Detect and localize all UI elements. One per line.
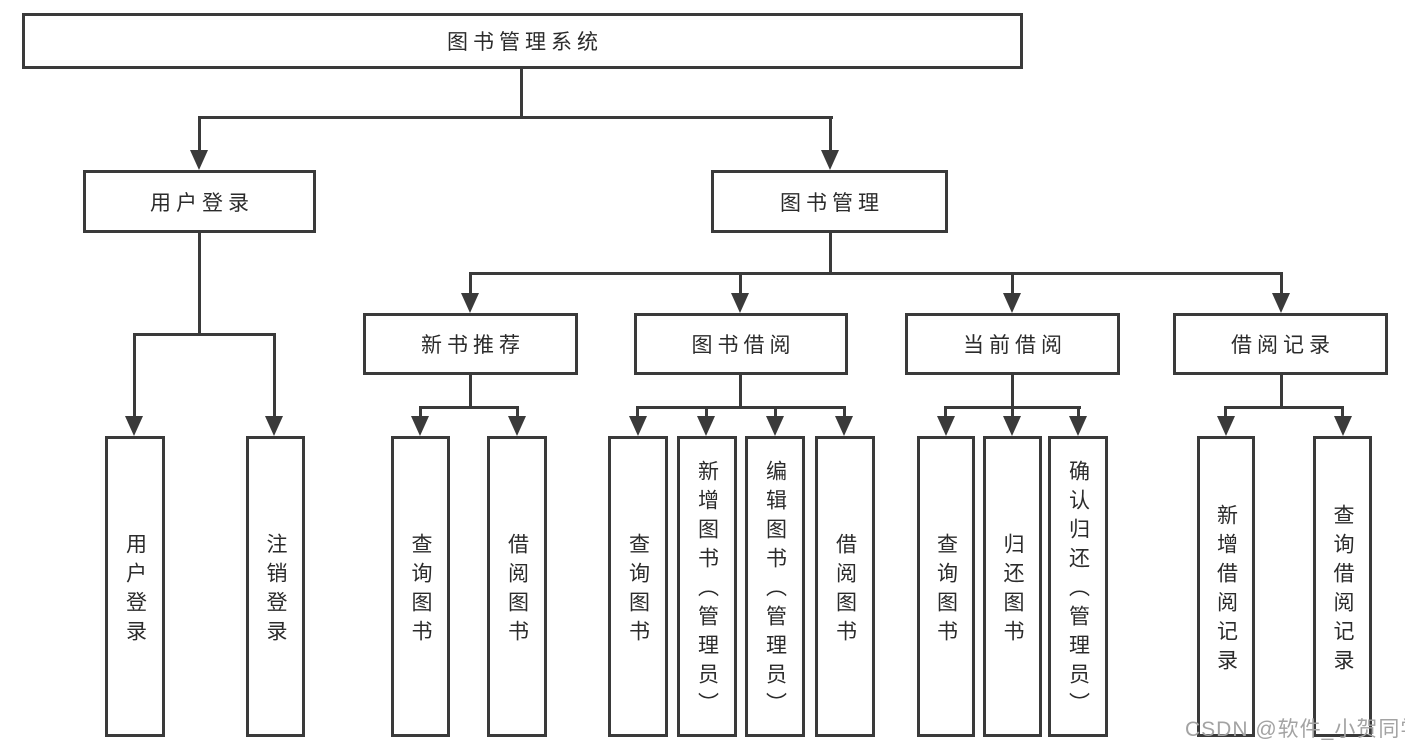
connector-line [1011, 272, 1014, 294]
connector-line [829, 233, 832, 275]
connector-line [419, 406, 519, 409]
connector-line [843, 406, 846, 418]
node-root-label: 图书管理系统 [447, 31, 603, 54]
arrow-down-icon [697, 416, 715, 436]
leaf-user-login: 用户登录 [105, 436, 165, 737]
leaf-confirm-return-admin-label: 确认归还（管理员） [1066, 460, 1090, 721]
node-user-login-group-label: 用户登录 [150, 191, 254, 215]
connector-line [133, 333, 276, 336]
connector-line [469, 272, 1283, 275]
arrow-down-icon [835, 416, 853, 436]
connector-line [1341, 406, 1344, 418]
connector-line [739, 272, 742, 294]
connector-line [1011, 406, 1014, 418]
node-book-borrow: 图书借阅 [634, 313, 848, 375]
leaf-edit-book-admin: 编辑图书（管理员） [745, 436, 805, 737]
connector-line [419, 406, 422, 418]
arrow-down-icon [1334, 416, 1352, 436]
leaf-query-book-recommend: 查询图书 [391, 436, 450, 737]
connector-line [198, 233, 201, 333]
leaf-return-book-label: 归还图书 [1001, 532, 1024, 649]
node-root: 图书管理系统 [22, 13, 1023, 69]
leaf-query-book-borrow-label: 查询图书 [626, 532, 650, 649]
connector-line [705, 406, 708, 418]
connector-line [520, 69, 523, 117]
connector-line [739, 375, 742, 408]
leaf-user-login-label: 用户登录 [123, 532, 147, 649]
connector-line [1224, 406, 1227, 418]
arrow-down-icon [190, 150, 208, 170]
leaf-borrow-book: 借阅图书 [815, 436, 875, 737]
node-user-login-group: 用户登录 [83, 170, 316, 233]
arrow-down-icon [265, 416, 283, 436]
leaf-add-book-admin: 新增图书（管理员） [677, 436, 737, 737]
leaf-query-book-current: 查询图书 [917, 436, 975, 737]
node-book-borrow-label: 图书借阅 [691, 334, 796, 357]
connector-line [1280, 375, 1283, 408]
leaf-query-borrow-record: 查询借阅记录 [1313, 436, 1372, 737]
arrow-down-icon [1003, 416, 1021, 436]
node-current-borrow-label: 当前借阅 [963, 334, 1067, 357]
node-current-borrow: 当前借阅 [905, 313, 1120, 375]
leaf-borrow-book-recommend-label: 借阅图书 [505, 532, 529, 649]
leaf-query-book-recommend-label: 查询图书 [409, 532, 432, 649]
arrow-down-icon [1217, 416, 1235, 436]
arrow-down-icon [1272, 293, 1290, 313]
leaf-edit-book-admin-label: 编辑图书（管理员） [763, 460, 787, 721]
connector-line [469, 375, 472, 408]
connector-line [198, 116, 833, 119]
arrow-down-icon [1003, 293, 1021, 313]
node-book-management-group: 图书管理 [711, 170, 948, 233]
connector-line [636, 406, 846, 409]
arrow-down-icon [411, 416, 429, 436]
leaf-return-book: 归还图书 [983, 436, 1042, 737]
arrow-down-icon [508, 416, 526, 436]
csdn-watermark: CSDN @软件_小贺同学 [1185, 718, 1405, 741]
connector-line [944, 406, 947, 418]
connector-line [198, 116, 201, 152]
node-new-book-recommend: 新书推荐 [363, 313, 578, 375]
connector-line [273, 333, 276, 418]
arrow-down-icon [821, 150, 839, 170]
leaf-query-book-borrow: 查询图书 [608, 436, 668, 737]
connector-line [1011, 375, 1014, 408]
leaf-borrow-book-label: 借阅图书 [833, 532, 857, 649]
node-borrow-records: 借阅记录 [1173, 313, 1388, 375]
connector-line [1280, 272, 1283, 294]
leaf-logout-label: 注销登录 [264, 532, 287, 649]
arrow-down-icon [1069, 416, 1087, 436]
connector-line [516, 406, 519, 418]
leaf-query-book-current-label: 查询图书 [934, 532, 958, 649]
arrow-down-icon [629, 416, 647, 436]
connector-line [133, 333, 136, 418]
leaf-borrow-book-recommend: 借阅图书 [487, 436, 547, 737]
leaf-add-borrow-record-label: 新增借阅记录 [1214, 503, 1238, 678]
leaf-add-borrow-record: 新增借阅记录 [1197, 436, 1255, 737]
node-book-management-group-label: 图书管理 [780, 191, 884, 215]
connector-line [636, 406, 639, 418]
node-new-book-recommend-label: 新书推荐 [421, 334, 525, 357]
arrow-down-icon [766, 416, 784, 436]
connector-line [774, 406, 777, 418]
arrow-down-icon [731, 293, 749, 313]
leaf-add-book-admin-label: 新增图书（管理员） [695, 460, 719, 721]
leaf-confirm-return-admin: 确认归还（管理员） [1048, 436, 1108, 737]
connector-line [469, 272, 472, 294]
node-borrow-records-label: 借阅记录 [1231, 334, 1335, 357]
leaf-query-borrow-record-label: 查询借阅记录 [1331, 503, 1354, 678]
connector-line [1077, 406, 1080, 418]
connector-line [829, 116, 832, 152]
arrow-down-icon [461, 293, 479, 313]
arrow-down-icon [937, 416, 955, 436]
arrow-down-icon [125, 416, 143, 436]
connector-line [1224, 406, 1344, 409]
leaf-logout: 注销登录 [246, 436, 305, 737]
